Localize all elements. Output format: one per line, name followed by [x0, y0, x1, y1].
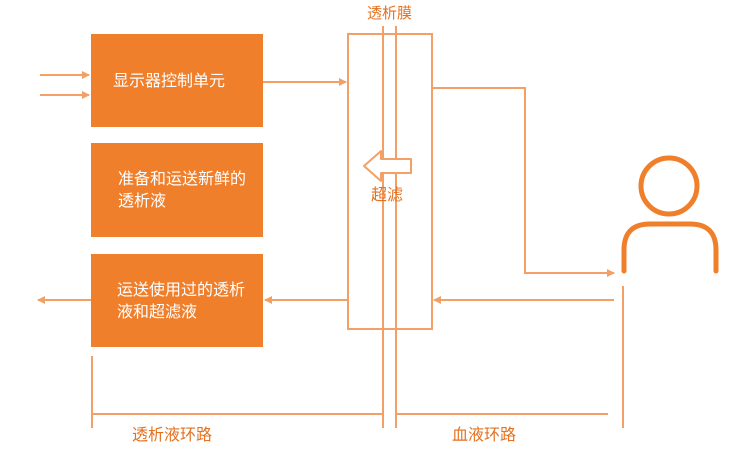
fresh-dialysate-label: 准备和运送新鲜的透析液: [118, 169, 247, 210]
monitor-control-unit-box: 显示器控制单元: [91, 34, 263, 127]
fresh-dialysate-box: 准备和运送新鲜的透析液: [91, 143, 263, 237]
membrane-label: 透析膜: [367, 4, 413, 22]
monitor-control-unit-label: 显示器控制单元: [113, 70, 226, 90]
used-dialysate-label: 运送使用过的透析液和超滤液: [117, 279, 246, 321]
blood-out-line: [432, 87, 615, 277]
used-dialysate-box: 运送使用过的透析液和超滤液: [91, 254, 263, 347]
person-icon: [621, 155, 719, 274]
blood-loop-label: 血液环路: [452, 425, 517, 444]
dialysate-loop-label: 透析液环路: [132, 425, 213, 444]
ultrafiltration-label: 超滤: [371, 185, 404, 204]
ultrafiltration-arrow-icon: [363, 150, 412, 182]
dialyser: [347, 33, 433, 330]
